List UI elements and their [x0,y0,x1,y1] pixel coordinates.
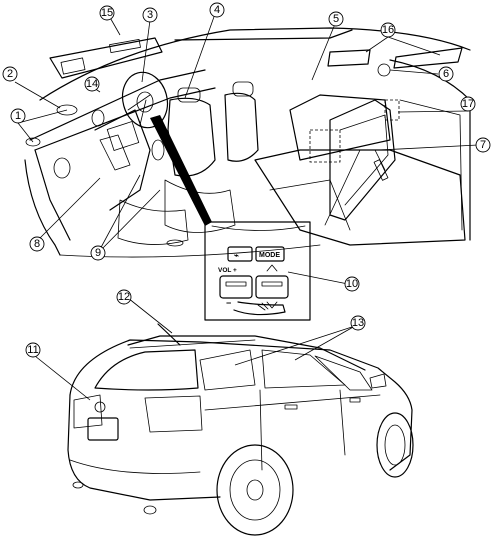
svg-text:17: 17 [462,98,474,110]
callout-5: 5 [328,11,344,27]
mode-switch-label: MODE [259,252,280,259]
svg-text:10: 10 [346,278,358,290]
svg-text:13: 13 [352,317,364,329]
callout-2: 2 [2,66,18,82]
callout-17: 17 [460,96,476,112]
leader-lines [14,13,479,401]
svg-text:5: 5 [333,13,339,25]
callout-9: 9 [90,245,106,261]
callout-10: 10 [344,276,360,292]
mode-switch [255,246,285,262]
talk-switch-icon: ⌁ [234,251,239,260]
volume-switch [219,275,253,299]
svg-text:12: 12 [118,291,130,303]
callout-4: 4 [209,2,225,18]
callout-3: 3 [142,7,158,23]
vol-label: VOL + [218,267,237,274]
interior-view [24,27,471,258]
seek-up-icon [266,264,278,272]
svg-text:6: 6 [443,68,449,80]
svg-text:4: 4 [214,4,220,16]
callout-15: 15 [99,5,115,21]
svg-text:11: 11 [27,344,38,356]
svg-text:8: 8 [34,238,40,250]
svg-text:7: 7 [480,139,486,151]
callout-7: 7 [475,137,491,153]
svg-text:9: 9 [95,247,101,259]
vol-minus-label: − [226,298,231,308]
callout-11: 11 [25,342,41,358]
callout-1: 1 [10,108,26,124]
callout-12: 12 [116,289,132,305]
svg-text:15: 15 [101,7,113,19]
callout-13: 13 [350,315,366,331]
callout-8: 8 [29,236,45,252]
svg-text:16: 16 [382,24,394,36]
callout-16: 16 [380,22,396,38]
svg-text:3: 3 [147,9,153,21]
callouts: 1 2 3 4 5 6 7 8 9 10 11 12 13 14 15 16 1… [2,2,491,358]
callout-6: 6 [438,66,454,82]
callout-14: 14 [84,76,100,92]
exterior-view [67,323,414,536]
svg-text:2: 2 [7,68,13,80]
svg-text:14: 14 [86,78,98,90]
talk-switch [227,246,253,262]
svg-text:1: 1 [15,110,21,122]
seek-switch [255,275,289,299]
seek-down-icon [266,301,278,309]
audio-switch-inset: ⌁ MODE VOL + − [204,221,311,321]
